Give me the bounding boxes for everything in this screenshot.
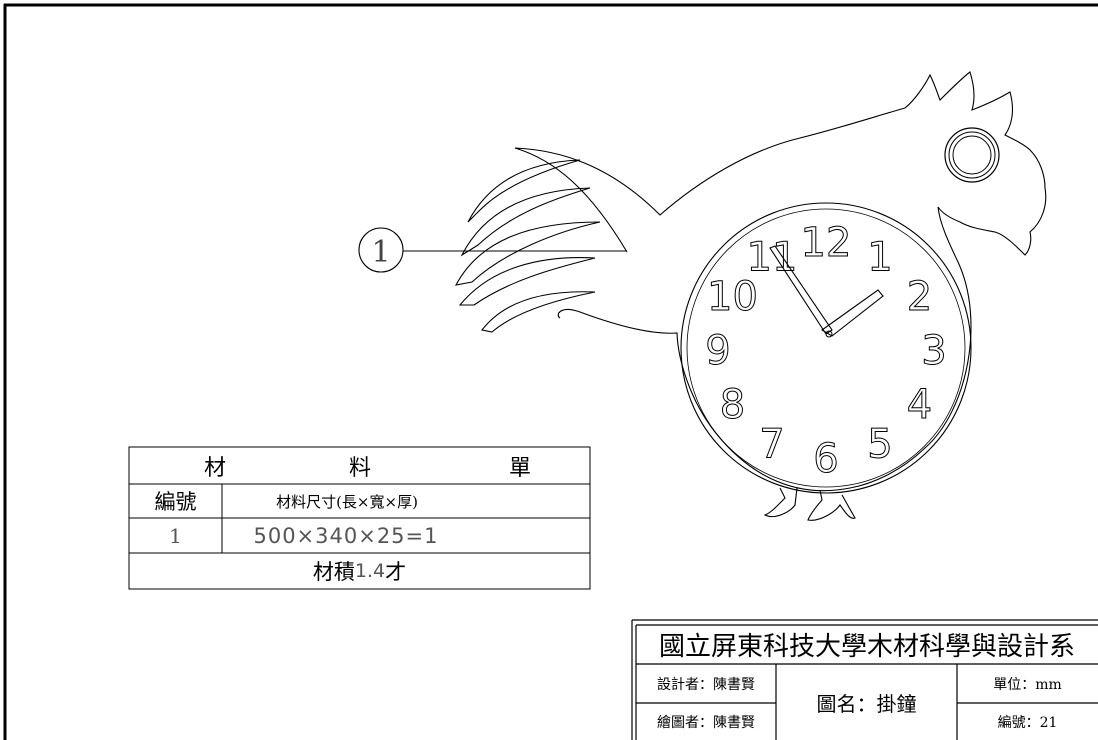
rooster-body-outline [514,71,1047,492]
drafter-label: 繪圖者：陳書賢 [657,714,755,731]
material-title-char-3: 單 [508,455,531,481]
clock-numeral-1: 1 [867,235,892,281]
clock-center [825,330,833,338]
clock-numeral-2: 2 [907,274,932,320]
clock-numeral-12: 12 [801,220,852,266]
drawing-name: 圖名：掛鐘 [816,691,917,716]
clock-minute-hand [769,245,833,335]
material-title-char-2: 料 [348,455,371,481]
rooster-feet [763,487,856,521]
title-block-grid [631,619,1098,740]
clock-numeral-5: 5 [867,422,892,468]
clock-face-ring [680,202,972,494]
clock-numeral-9: 9 [705,328,730,374]
material-row-no: 1 [169,523,182,548]
clock-numeral-7: 7 [759,422,784,468]
drawing-number: 編號：21 [997,714,1058,731]
material-title-char-1: 材 [203,455,226,481]
clock-face-inner [686,208,966,488]
material-volume-label: 材積 [312,560,355,584]
material-table-grid [128,446,591,590]
clock-hour-hand [820,289,884,337]
tail-feathers [454,159,601,333]
rooster-eye-pupil [952,135,992,175]
material-row-size: 500×340×25=1 [253,523,439,548]
part-callout-circle [358,227,404,273]
school-name: 國立屏東科技大學木材科學與設計系 [658,632,1075,662]
rooster-eye-outer [944,127,1000,183]
clock-numeral-6: 6 [813,436,838,482]
material-volume-unit: 才 [385,560,407,584]
clock-numeral-4: 4 [907,382,932,428]
material-volume: 材積 1.4 才 [129,553,590,589]
rooster-eye-inner [948,131,996,179]
material-volume-value: 1.4 [354,560,386,582]
designer-label: 設計者：陳書賢 [657,676,755,693]
clock-numeral-8: 8 [720,382,745,428]
material-header-size: 材料尺寸(長×寬×厚) [276,492,418,511]
clock-numeral-3: 3 [921,328,946,374]
material-header-no: 編號 [154,490,197,514]
clock-numeral-11: 11 [747,235,798,281]
clock-numeral-10: 10 [707,274,758,320]
part-callout-number: 1 [371,235,390,270]
unit-label: 單位：mm [993,676,1062,693]
